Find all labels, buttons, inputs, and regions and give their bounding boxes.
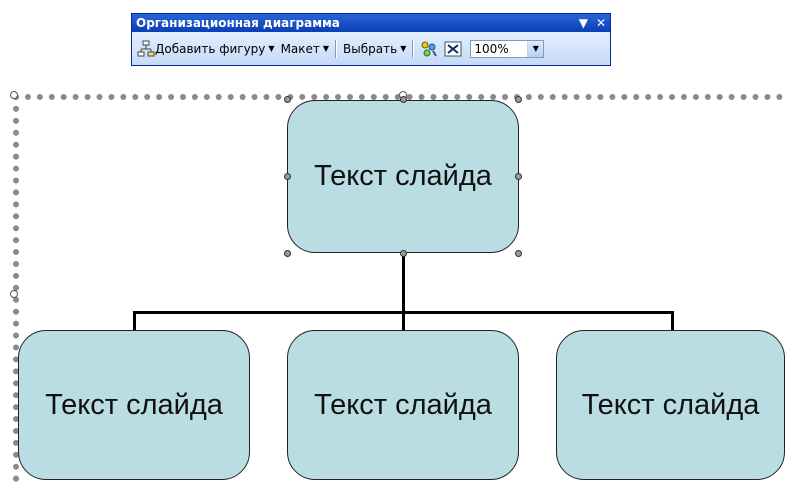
add-shape-button[interactable]: Добавить фигуру ▼ [134, 38, 278, 60]
add-shape-icon [137, 40, 155, 58]
org-node-child-2[interactable]: Текст слайда [287, 330, 519, 480]
chevron-down-icon: ▼ [322, 44, 330, 53]
selection-handle[interactable] [515, 96, 522, 103]
layout-label: Макет [280, 41, 320, 56]
toolbar-title: Организационная диаграмма [136, 16, 340, 30]
org-node-top[interactable]: Текст слайда [287, 100, 519, 253]
toolbar-separator [412, 39, 415, 58]
toolbar-separator [335, 39, 338, 58]
chevron-down-icon[interactable]: ▼ [527, 40, 544, 57]
select-button[interactable]: Выбрать ▼ [340, 38, 409, 60]
selection-handle[interactable] [284, 96, 291, 103]
canvas-resize-handle[interactable] [10, 290, 18, 298]
fit-text-button[interactable] [441, 38, 465, 60]
toolbar-options-icon[interactable]: ▼ [578, 16, 588, 30]
canvas-resize-handle[interactable] [10, 91, 18, 99]
autoformat-icon [420, 40, 438, 58]
connector-line [402, 311, 405, 331]
selection-handle[interactable] [284, 173, 291, 180]
connector-line [402, 253, 405, 313]
toolbar-body: Добавить фигуру ▼ Макет ▼ Выбрать ▼ [132, 32, 610, 65]
connector-line [133, 311, 136, 331]
org-chart-toolbar: Организационная диаграмма ▼ ✕ Добавить ф… [131, 13, 611, 66]
chevron-down-icon: ▼ [400, 44, 407, 53]
selection-handle[interactable] [515, 173, 522, 180]
layout-button[interactable]: Макет ▼ [278, 38, 332, 60]
select-label: Выбрать [343, 41, 398, 56]
close-icon[interactable]: ✕ [595, 16, 606, 30]
add-shape-label: Добавить фигуру [155, 41, 266, 56]
zoom-select[interactable]: 100% ▼ [470, 39, 545, 58]
toolbar-titlebar[interactable]: Организационная диаграмма ▼ ✕ [132, 14, 610, 32]
selection-handle[interactable] [515, 250, 522, 257]
org-node-child-1[interactable]: Текст слайда [18, 330, 250, 480]
autoformat-button[interactable] [417, 38, 441, 60]
org-node-child-3[interactable]: Текст слайда [556, 330, 785, 480]
chevron-down-icon: ▼ [268, 44, 275, 53]
selection-handle[interactable] [284, 250, 291, 257]
zoom-value: 100% [474, 41, 509, 56]
fit-text-icon [444, 40, 462, 58]
diagram-canvas[interactable] [13, 94, 783, 482]
selection-handle[interactable] [400, 96, 407, 103]
selection-handle[interactable] [400, 250, 407, 257]
connector-line [671, 311, 674, 331]
